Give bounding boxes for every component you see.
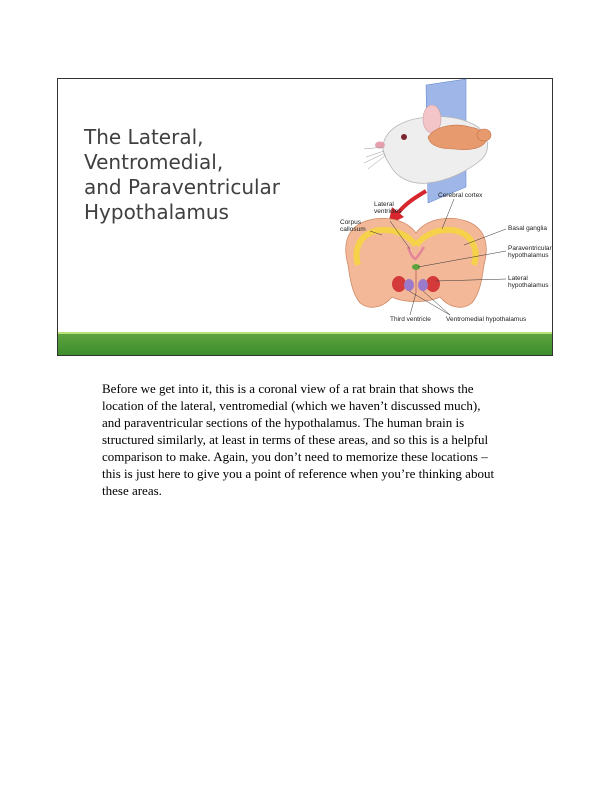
label-ventromedial-hypothalamus: Ventromedial hypothalamus [446, 316, 527, 323]
rat-brain-figure: Lateral ventricles Cerebral cortex Corpu… [278, 79, 552, 335]
paraventricular-nucleus [412, 264, 420, 270]
lateral-hypothalamus-left [392, 276, 406, 292]
label-cerebral-cortex: Cerebral cortex [438, 192, 483, 199]
accent-line [58, 332, 552, 334]
speaker-notes: Before we get into it, this is a coronal… [102, 381, 495, 498]
lateral-hypothalamus-right [426, 276, 440, 292]
label-lateral-ventricles: Lateral ventricles [374, 201, 402, 215]
ventromedial-hypothalamus-left [404, 279, 414, 291]
leader-lines [369, 198, 507, 316]
ventromedial-hypothalamus-right [418, 279, 428, 291]
slide: The Lateral, Ventromedial, and Paraventr… [57, 78, 553, 356]
label-third-ventricle: Third ventricle [390, 316, 431, 323]
footer-bar [58, 334, 552, 355]
label-paraventricular-hypothalamus: Paraventricular hypothalamus [508, 245, 552, 259]
slide-title: The Lateral, Ventromedial, and Paraventr… [84, 125, 281, 224]
corpus-callosum [353, 226, 479, 266]
label-basal-ganglia: Basal ganglia [508, 225, 548, 232]
red-arrow [396, 189, 428, 215]
lateral-ventricles [406, 246, 426, 261]
coronal-section [345, 217, 487, 308]
label-corpus-callosum: Corpus callosum [340, 219, 366, 233]
rat-brain-illustration [345, 79, 507, 316]
label-lateral-hypothalamus: Lateral hypothalamus [508, 275, 549, 289]
